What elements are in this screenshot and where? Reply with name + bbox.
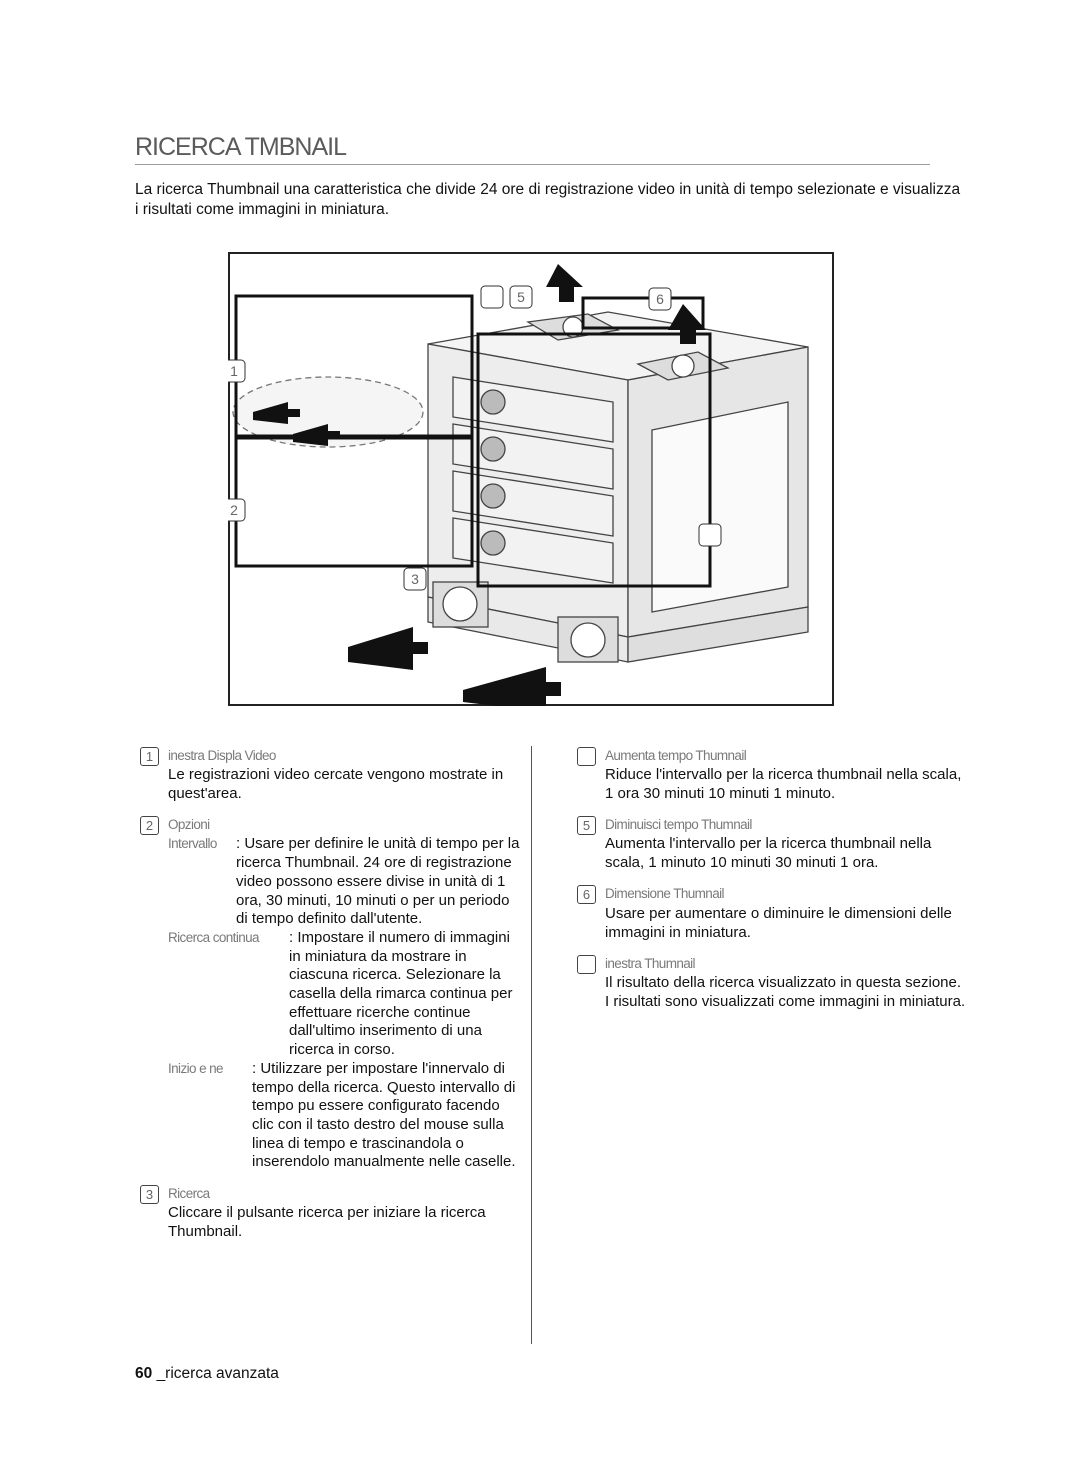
section-name: _ricerca avanzata xyxy=(156,1365,279,1382)
item-number: 1 xyxy=(140,746,159,766)
item-heading: Ricerca xyxy=(168,1185,210,1201)
callout-1: 1 xyxy=(228,359,246,383)
title-divider xyxy=(135,164,930,165)
item-description: Cliccare il pulsante ricerca per iniziar… xyxy=(168,1204,486,1240)
svg-text:3: 3 xyxy=(411,571,419,587)
fan-front-right xyxy=(557,616,619,663)
page-title: RICERCA TMBNAIL xyxy=(135,133,347,161)
intro-paragraph: La ricerca Thumbnail una caratteristica … xyxy=(135,181,961,218)
list-item: Aumenta tempo Thumnail Riduce l'interval… xyxy=(577,746,967,803)
list-item: 3 Ricerca Cliccare il pulsante ricerca p… xyxy=(140,1184,520,1241)
list-item: 5 Diminuisci tempo Thumnail Aumenta l'in… xyxy=(577,815,967,872)
item-number: 6 xyxy=(577,885,596,905)
option-key: Inizio e ne xyxy=(168,1060,224,1076)
page-footer: 60 _ricerca avanzata xyxy=(135,1365,279,1383)
svg-text:2: 2 xyxy=(230,502,238,518)
dvr-unit-illustration xyxy=(232,311,809,663)
item-description: Riduce l'intervallo per la ricerca thumb… xyxy=(605,766,962,802)
fan-top-right xyxy=(636,351,730,381)
item-heading: Diminuisci tempo Thumnail xyxy=(605,817,752,833)
fan-front-left xyxy=(432,581,489,628)
svg-text:6: 6 xyxy=(656,291,664,307)
page-number: 60 xyxy=(135,1365,153,1382)
option-row: Ricerca continua : Impostare il numero d… xyxy=(168,929,520,1060)
dvr-diagram: 1 2 3 5 6 xyxy=(228,252,834,706)
svg-text:5: 5 xyxy=(517,289,525,305)
list-item: 6 Dimensione Thumnail Usare per aumentar… xyxy=(577,885,967,942)
item-heading: Opzioni xyxy=(168,817,210,833)
item-heading: Dimensione Thumnail xyxy=(605,886,725,902)
item-heading: inestra Thumnail xyxy=(605,955,696,971)
option-text: : Utilizzare per impostare l'innervalo d… xyxy=(252,1059,516,1171)
option-key: Ricerca continua xyxy=(168,929,260,945)
callout-5: 5 xyxy=(509,285,533,309)
callout-7 xyxy=(698,523,722,547)
thumbnail-window-box xyxy=(476,332,712,588)
svg-text:1: 1 xyxy=(230,363,238,379)
item-description: Le registrazioni video cercate vengono m… xyxy=(168,766,504,802)
option-key: Intervallo xyxy=(168,836,217,852)
item-description: Il risultato della ricerca visualizzato … xyxy=(605,974,966,1010)
list-item: 1 inestra Displa Video Le registrazioni … xyxy=(140,746,520,803)
item-number: 5 xyxy=(577,815,596,835)
option-row: Inizio e ne : Utilizzare per impostare l… xyxy=(168,1060,520,1172)
item-description: Usare per aumentare o diminuire le dimen… xyxy=(605,904,952,941)
column-divider xyxy=(531,746,532,1344)
option-text: : Impostare il numero di immagini in min… xyxy=(289,928,513,1059)
callout-3: 3 xyxy=(403,567,427,591)
item-heading: Aumenta tempo Thumnail xyxy=(605,747,747,763)
item-heading: inestra Displa Video xyxy=(168,747,276,763)
option-text: : Usare per definire le unità di tempo p… xyxy=(236,835,520,928)
callout-2: 2 xyxy=(228,498,246,522)
left-column: 1 inestra Displa Video Le registrazioni … xyxy=(140,746,520,1253)
callout-6: 6 xyxy=(648,287,672,311)
item-number: 2 xyxy=(140,815,159,835)
item-number xyxy=(577,954,596,974)
item-number xyxy=(577,746,596,766)
airflow-arrows xyxy=(253,264,706,706)
item-number: 3 xyxy=(140,1184,159,1204)
thumbnail-size-box xyxy=(581,296,705,330)
callout-4 xyxy=(480,285,504,309)
list-item: 2 Opzioni Intervallo : Usare per definir… xyxy=(140,815,520,1172)
drive-bays xyxy=(452,376,614,584)
list-item: inestra Thumnail Il risultato della rice… xyxy=(577,954,967,1011)
item-description: Aumenta l'intervallo per la ricerca thum… xyxy=(605,835,932,872)
option-row: Intervallo : Usare per definire le unità… xyxy=(168,835,520,929)
right-column: Aumenta tempo Thumnail Riduce l'interval… xyxy=(577,746,967,1024)
